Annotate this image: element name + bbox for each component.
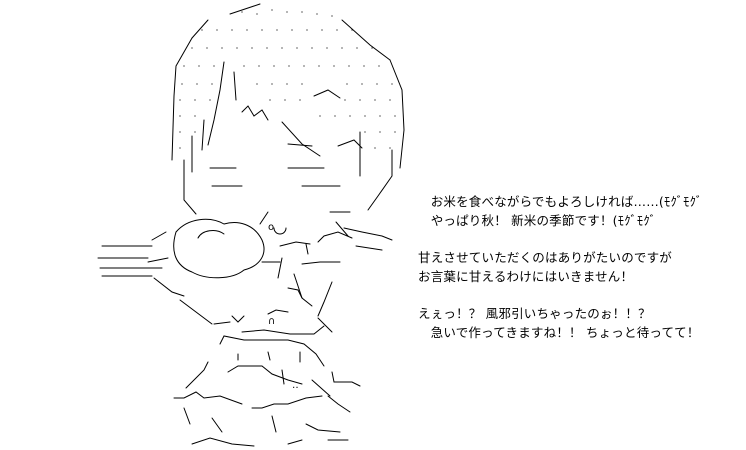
- svg-text:∩: ∩: [268, 316, 275, 327]
- svg-text:‥: ‥: [292, 380, 299, 391]
- dialogue-paragraph-3: えぇっ！？ 風邪引いちゃったのぉ！！？ 急いで作ってきますね！！ ちょっと待って…: [418, 304, 744, 342]
- dialogue-line: えぇっ！？ 風邪引いちゃったのぉ！！？: [418, 306, 651, 321]
- dialogue-line: 甘えさせていただくのはありがたいのですが: [418, 250, 673, 265]
- ascii-art-girl-icon: o ‥ ∩: [97, 3, 405, 447]
- dialogue-text: お米を食べながらでもよろしければ……(ﾓｸﾞﾓｸﾞ やっぱり秋！ 新米の季節です…: [418, 192, 744, 360]
- dialogue-paragraph-1: お米を食べながらでもよろしければ……(ﾓｸﾞﾓｸﾞ やっぱり秋！ 新米の季節です…: [418, 192, 744, 230]
- svg-text:o: o: [268, 222, 274, 233]
- dialogue-line: お言葉に甘えるわけにはいきません！: [418, 269, 634, 284]
- dialogue-line: お米を食べながらでもよろしければ……(ﾓｸﾞﾓｸﾞ: [418, 194, 703, 209]
- dialogue-line: やっぱり秋！ 新米の季節です！(ﾓｸﾞﾓｸﾞ: [418, 213, 657, 228]
- dialogue-line: 急いで作ってきますね！！ ちょっと待ってて！: [418, 325, 700, 340]
- ascii-art-figure: o ‥ ∩: [92, 0, 422, 450]
- dialogue-paragraph-2: 甘えさせていただくのはありがたいのですが お言葉に甘えるわけにはいきません！: [418, 248, 744, 286]
